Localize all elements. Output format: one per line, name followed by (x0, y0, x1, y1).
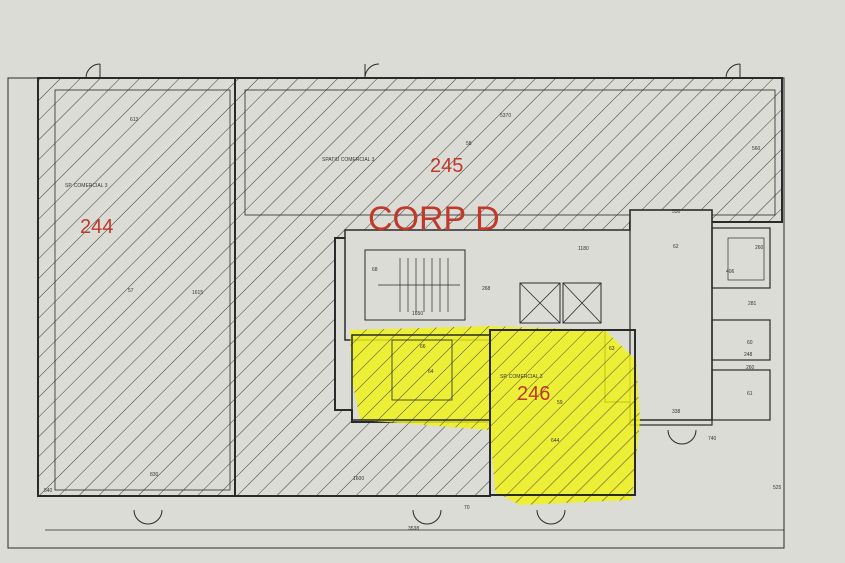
dim-1180: 1180 (578, 246, 589, 252)
dim-5370: 5370 (500, 113, 511, 119)
unit-244-area-tag: 57 (128, 288, 134, 294)
dim-613: 613 (130, 117, 139, 123)
unit-244-name: SP. COMERCIAL 3 (65, 183, 108, 189)
dim-3538: 3538 (408, 526, 419, 532)
dim-560: 560 (752, 146, 761, 152)
unit-246-name: SP. COMERCIAL 3 (500, 374, 543, 380)
dim-338: 338 (672, 409, 681, 415)
staircase (364, 249, 466, 321)
doors (85, 63, 741, 525)
unit-246-stair (391, 339, 453, 401)
dim-268: 268 (482, 286, 491, 292)
unit-246-area-tag: 59 (557, 400, 563, 406)
room-tag-68: 68 (372, 267, 378, 273)
unit-244-label: 244 (80, 216, 113, 238)
unit-245-area-tag: 58 (466, 141, 472, 147)
unit-246-hatch (350, 326, 640, 505)
room-tag-60: 60 (747, 340, 753, 346)
unit-246-stair-zone (351, 334, 491, 421)
lift-shaft-2 (562, 282, 602, 324)
room-61 (711, 319, 771, 361)
unit-245-inner (244, 89, 776, 216)
dim-406: 406 (726, 269, 735, 275)
dim-260: 260 (746, 365, 755, 371)
room-tag-62: 62 (673, 244, 679, 250)
corridor (629, 209, 713, 426)
room-tag-66: 66 (420, 344, 426, 350)
dim-540: 540 (44, 488, 53, 494)
dim-1600: 1600 (353, 476, 364, 482)
dim-740: 740 (708, 436, 717, 442)
lift-shaft-1 (519, 282, 561, 324)
room-65 (711, 369, 771, 421)
room-tag-70: 70 (464, 505, 470, 511)
room-tag-61: 61 (747, 391, 753, 397)
dim-530: 530 (672, 209, 681, 215)
dim-830: 830 (150, 472, 159, 478)
dim-281: 281 (748, 301, 757, 307)
unit-244-area (37, 77, 236, 497)
building-label: CORP D (368, 200, 500, 238)
unit-245-name: SPATIU COMERCIAL 3 (322, 157, 375, 163)
dim-248: 248 (744, 352, 753, 358)
dim-1650: 1650 (412, 311, 423, 317)
room-tag-63: 63 (609, 346, 615, 352)
dim-260b: 260 (755, 245, 764, 251)
dim-525: 525 (773, 485, 782, 491)
dim-1615: 1615 (192, 290, 203, 296)
stair-treads (378, 258, 460, 312)
unit-244-inner (54, 89, 231, 491)
dim-644: 644 (551, 438, 560, 444)
room-tag-64: 64 (428, 369, 434, 375)
unit-246-label: 246 (517, 383, 550, 405)
unit-245-label: 245 (430, 155, 463, 177)
room-60 (711, 227, 771, 289)
